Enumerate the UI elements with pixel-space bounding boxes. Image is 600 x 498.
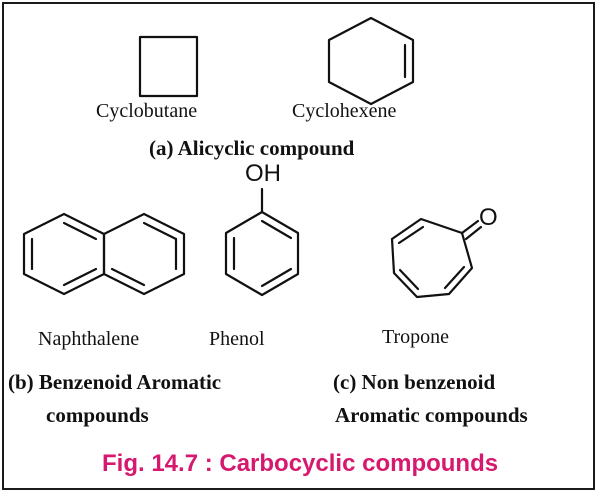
non-benzenoid-category-heading-line2: Aromatic compounds <box>335 403 528 427</box>
tropone-double-bond <box>398 268 420 291</box>
tropone-oxygen-label: O <box>479 204 498 231</box>
naphthalene-double-bond <box>142 221 178 241</box>
figure-caption: Fig. 14.7 : Carbocyclic compounds <box>102 450 499 477</box>
cyclohexene-ring <box>327 16 415 106</box>
cyclobutane-ring <box>138 35 199 98</box>
naphthalene-structure <box>22 212 186 296</box>
cyclohexene-label: Cyclohexene <box>292 100 397 122</box>
figure-frame: Cyclobutane Cyclohexene (a) Alicyclic co… <box>2 2 595 490</box>
naphthalene-double-bond <box>62 221 98 241</box>
alicyclic-category-heading: (a) Alicyclic compound <box>149 136 355 160</box>
tropone-structure <box>390 217 483 299</box>
tropone-carbonyl-bond <box>464 225 483 241</box>
cyclohexene-structure <box>327 16 415 106</box>
benzenoid-category-heading-line2: compounds <box>46 403 149 427</box>
tropone-double-bond <box>443 265 466 290</box>
phenol-structure <box>224 187 300 297</box>
naphthalene-right-ring <box>102 212 186 296</box>
tropone-label: Tropone <box>382 326 450 348</box>
phenol-oh-label: OH <box>245 160 281 187</box>
phenol-label: Phenol <box>209 328 265 350</box>
tropone-ring <box>390 217 474 299</box>
phenol-double-bond <box>260 267 293 288</box>
naphthalene-double-bond <box>110 267 146 287</box>
non-benzenoid-category-heading: (c) Non benzenoid <box>333 370 496 394</box>
tropone-carbonyl-bond <box>460 219 480 235</box>
naphthalene-double-bond <box>62 267 98 287</box>
phenol-ring <box>224 210 300 297</box>
phenol-double-bond <box>260 219 293 240</box>
benzenoid-category-heading: (b) Benzenoid Aromatic <box>8 370 222 394</box>
cyclobutane-structure <box>138 35 199 98</box>
naphthalene-label: Naphthalene <box>38 328 140 350</box>
cyclobutane-label: Cyclobutane <box>96 100 198 122</box>
tropone-double-bond <box>397 225 425 245</box>
